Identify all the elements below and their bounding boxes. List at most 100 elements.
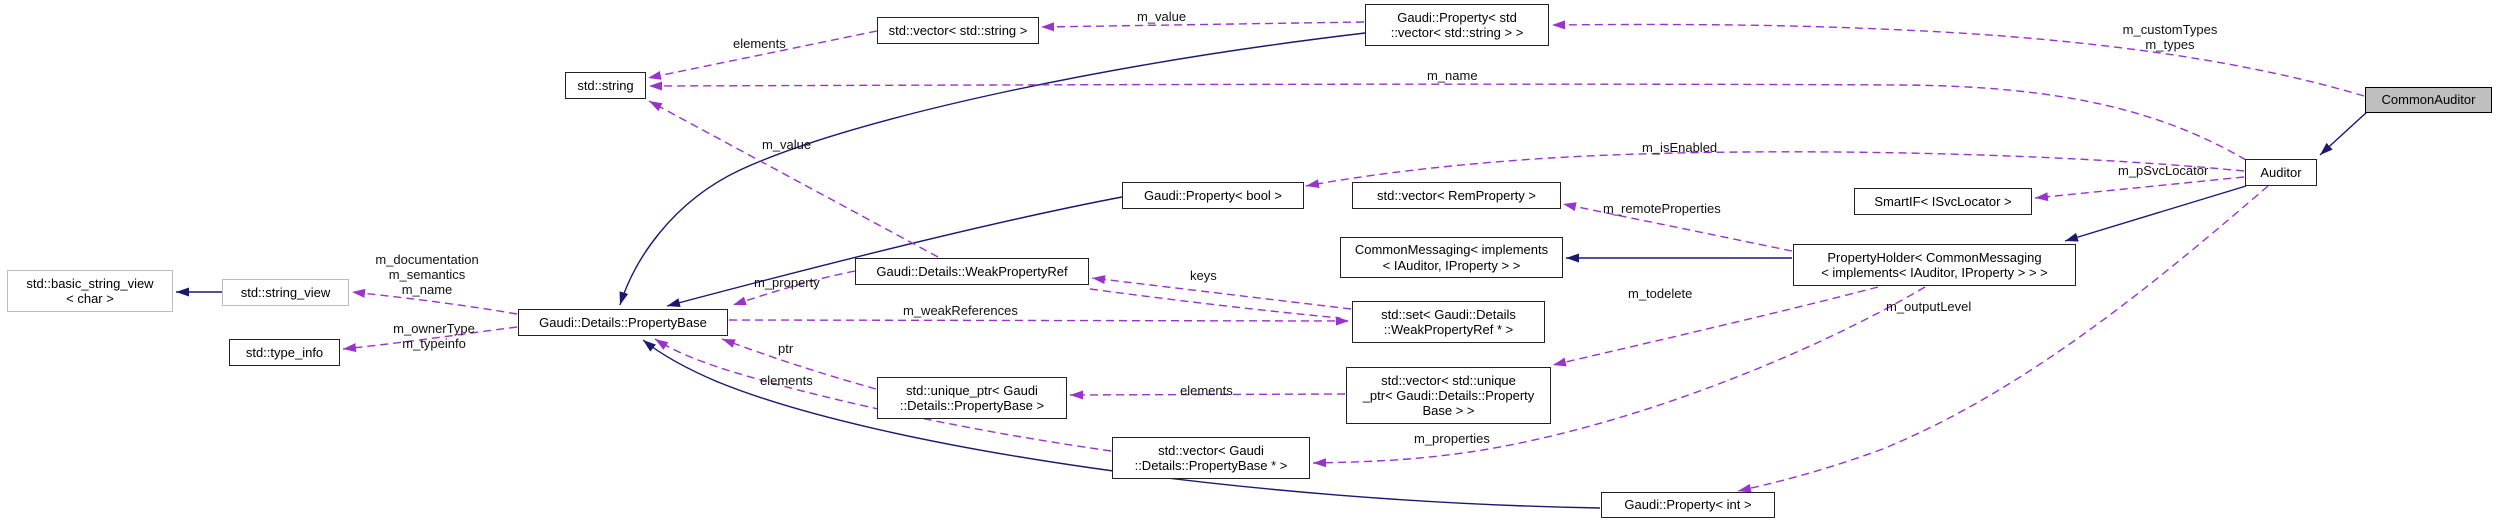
node-label-line: < IAuditor, IProperty > > xyxy=(1382,257,1521,273)
node-label-line: ::Details::PropertyBase > xyxy=(899,398,1045,413)
edge-label-line: m_semantics xyxy=(388,267,466,282)
edge-auditor-inherit xyxy=(2064,185,2247,242)
edge-label-line: m_name xyxy=(1427,68,1478,83)
edge-label-line: m_property xyxy=(754,275,820,290)
edge-m-value-mid xyxy=(648,100,939,258)
edge-label-line: ptr xyxy=(778,341,794,356)
node-label-line: Gaudi::Details::WeakPropertyRef xyxy=(876,263,1068,279)
edge-label-line: m_isEnabled xyxy=(1642,140,1718,155)
edge-label-m-psvclocator: m_pSvcLocator xyxy=(2118,163,2208,178)
node-property-int[interactable]: Gaudi::Property< int > xyxy=(1601,492,1775,518)
node-label-line: Base > > xyxy=(1422,403,1475,419)
edge-label-line: m_pSvcLocator xyxy=(2118,163,2209,178)
edge-m-weakreferences xyxy=(728,316,1350,326)
edge-label-line: m_value xyxy=(1137,9,1187,24)
node-label-line: < char > xyxy=(66,291,114,306)
edge-label-line: m_outputLevel xyxy=(1886,299,1972,314)
node-label-line: std::string xyxy=(577,77,634,93)
edge-m-properties xyxy=(1312,286,1926,468)
node-vector-uniqueptr[interactable]: std::vector< std::unique_ptr< Gaudi::Det… xyxy=(1346,367,1551,424)
node-common-auditor[interactable]: CommonAuditor xyxy=(2365,87,2492,113)
node-label-line: _ptr< Gaudi::Details::Property xyxy=(1362,387,1535,403)
node-label-line: std::vector< std::unique xyxy=(1381,372,1516,388)
node-label-line: std::unique_ptr< Gaudi xyxy=(906,382,1038,398)
edge-commonauditor-inherit xyxy=(2319,110,2369,156)
edge-ptr xyxy=(721,338,877,390)
edge-label-m-todelete: m_todelete xyxy=(1628,286,1692,301)
edge-label-line: elements xyxy=(1180,383,1233,398)
edge-m-customtypes xyxy=(1551,20,2365,97)
node-property-holder[interactable]: PropertyHolder< CommonMessaging< impleme… xyxy=(1793,244,2076,286)
edge-label-line: m_remoteProperties xyxy=(1603,201,1721,216)
node-label-line: std::string_view xyxy=(240,284,331,300)
edge-label-elements-top: elements xyxy=(733,36,786,51)
edge-m-property xyxy=(732,270,856,306)
edge-label-m-outputlevel: m_outputLevel xyxy=(1886,299,1971,314)
edge-propint-inherit xyxy=(642,339,1601,509)
node-vector-string[interactable]: std::vector< std::string > xyxy=(877,17,1039,44)
edge-m-documentation xyxy=(351,288,518,315)
edge-m-psvclocator xyxy=(2034,176,2245,202)
edge-m-value-top xyxy=(1040,21,1365,32)
edge-elements-mid xyxy=(1069,390,1346,400)
edge-label-line: m_ownerType xyxy=(393,321,475,336)
node-label-line: Gaudi::Details::PropertyBase xyxy=(539,314,707,330)
edge-label-elements-left: elements xyxy=(760,373,813,388)
node-uniqueptr[interactable]: std::unique_ptr< Gaudi::Details::Propert… xyxy=(877,377,1067,419)
node-label-line: < implements< IAuditor, IProperty > > > xyxy=(1821,265,2048,280)
edge-m-isenabled xyxy=(1305,151,2245,189)
node-basic-string-view[interactable]: std::basic_string_view< char > xyxy=(7,270,173,312)
edge-keys xyxy=(1091,275,1352,310)
node-set-weakref[interactable]: std::set< Gaudi::Details::WeakPropertyRe… xyxy=(1352,301,1545,343)
edge-propbool-inherit xyxy=(666,196,1123,308)
node-label-line: ::Details::PropertyBase * > xyxy=(1134,458,1288,473)
edge-label-line: m_properties xyxy=(1414,431,1490,446)
node-property-base[interactable]: Gaudi::Details::PropertyBase xyxy=(518,309,728,336)
edge-label-m-isenabled: m_isEnabled xyxy=(1642,140,1717,155)
node-label-line: Gaudi::Property< bool > xyxy=(1143,187,1283,203)
edge-label-line: m_name xyxy=(401,282,453,297)
edge-label-line: elements xyxy=(733,36,786,51)
edge-label-m-property: m_property xyxy=(754,275,820,290)
node-label-line: Gaudi::Property< std xyxy=(1397,9,1517,25)
edge-m-outputlevel xyxy=(1737,185,2269,493)
node-smartif[interactable]: SmartIF< ISvcLocator > xyxy=(1854,188,2032,215)
node-label-line: Auditor xyxy=(2260,164,2302,180)
node-common-messaging[interactable]: CommonMessaging< implements< IAuditor, I… xyxy=(1340,237,1563,278)
node-type-info[interactable]: std::type_info xyxy=(229,339,340,366)
node-vector-propbase-ptr[interactable]: std::vector< Gaudi::Details::PropertyBas… xyxy=(1112,437,1310,479)
node-property-vec-string[interactable]: Gaudi::Property< std::vector< std::strin… xyxy=(1365,4,1549,46)
edge-label-m-name-top: m_name xyxy=(1427,68,1478,83)
node-label-line: Gaudi::Property< int > xyxy=(1624,497,1752,513)
node-vector-remproperty[interactable]: std::vector< RemProperty > xyxy=(1352,182,1561,209)
edge-label-line: m_types xyxy=(2145,37,2195,52)
edge-label-m-properties: m_properties xyxy=(1414,431,1490,446)
node-string-view[interactable]: std::string_view xyxy=(222,279,349,306)
edge-label-line: keys xyxy=(1190,268,1217,283)
edge-label-line: m_typeinfo xyxy=(402,336,466,351)
node-label-line: std::basic_string_view xyxy=(26,275,154,291)
node-label-line: CommonMessaging< implements xyxy=(1354,242,1549,258)
node-label-line: SmartIF< ISvcLocator > xyxy=(1874,193,2012,209)
edge-elements-left xyxy=(654,338,1112,452)
edge-label-line: m_weakReferences xyxy=(903,303,1018,318)
edge-m-ownertype xyxy=(342,326,518,353)
node-property-bool[interactable]: Gaudi::Property< bool > xyxy=(1122,182,1304,209)
edge-label-m-value-top: m_value xyxy=(1137,9,1186,24)
edge-label-keys: keys xyxy=(1190,268,1217,283)
node-label-line: std::vector< RemProperty > xyxy=(1377,187,1536,203)
node-auditor[interactable]: Auditor xyxy=(2245,159,2317,186)
edge-label-m-remoteproperties: m_remoteProperties xyxy=(1603,201,1721,216)
edge-m-name-top xyxy=(648,81,2247,161)
node-label-line: PropertyHolder< CommonMessaging xyxy=(1827,249,2042,265)
node-weak-property-ref[interactable]: Gaudi::Details::WeakPropertyRef xyxy=(855,258,1089,285)
node-label-line: ::vector< std::string > > xyxy=(1390,25,1524,40)
node-std-string[interactable]: std::string xyxy=(565,72,646,99)
node-label-line: std::vector< std::string > xyxy=(888,22,1028,38)
edge-propvecstring-inherit xyxy=(619,32,1366,306)
node-label-line: std::set< Gaudi::Details xyxy=(1381,306,1516,322)
edge-label-line: m_documentation xyxy=(375,252,479,267)
